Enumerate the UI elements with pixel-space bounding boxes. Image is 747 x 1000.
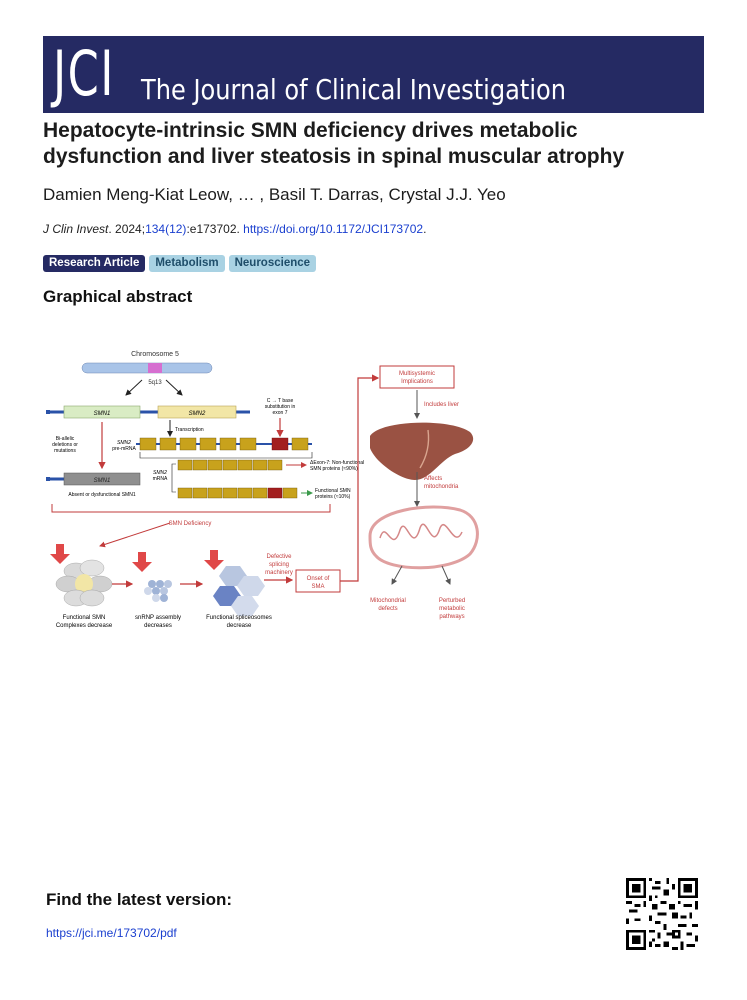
onset-1: Onset of xyxy=(307,576,330,582)
perturbed-2: metabolic xyxy=(439,606,465,612)
transcription-label: Transcription xyxy=(175,427,204,433)
biallelic-1: Bi-allelic xyxy=(56,436,75,442)
pre-mrna-1: SMN2 xyxy=(117,440,131,446)
spliceosomes-2: decrease xyxy=(227,623,252,629)
article-tags: Research Article Metabolism Neuroscience xyxy=(43,255,317,272)
affects-1: Affects xyxy=(424,476,442,482)
citation-article-id: :e173702. xyxy=(186,222,244,236)
nonfunctional-2: SMN proteins (≈90%) xyxy=(310,466,358,472)
functional-mrna-exons xyxy=(177,487,298,499)
smn2-label: SMN2 xyxy=(189,411,206,417)
tag-neuroscience[interactable]: Neuroscience xyxy=(228,255,317,272)
multisystemic-2: Implications xyxy=(401,379,433,385)
mito-defects-2: defects xyxy=(378,606,397,612)
graphical-abstract-heading: Graphical abstract xyxy=(43,287,193,306)
latest-version-heading: Find the latest version: xyxy=(46,890,233,909)
smn-deficiency-label: SMN Deficiency xyxy=(169,521,212,527)
includes-liver: Includes liver xyxy=(424,402,459,408)
jci-logo: JCI xyxy=(53,37,115,110)
chromosome-label: Chromosome 5 xyxy=(131,351,179,358)
locus-label: 5q13 xyxy=(148,380,162,386)
mito-defects-1: Mitochondrial xyxy=(370,598,406,604)
biallelic-3: mutations xyxy=(54,448,76,454)
doi-link[interactable]: https://doi.org/10.1172/JCI173702 xyxy=(243,222,424,236)
base-sub-1: C → T base xyxy=(267,398,294,404)
multisystemic-box xyxy=(379,365,455,389)
pre-mrna-2: pre-mRNA xyxy=(112,446,136,452)
base-sub-2: substitution in xyxy=(265,404,296,410)
multisystemic-1: Multisystemic xyxy=(399,371,435,377)
journal-banner: JCI The Journal of Clinical Investigatio… xyxy=(43,36,704,113)
citation-end: . xyxy=(423,222,427,236)
mrna-2: mRNA xyxy=(153,476,168,482)
smn-complex-illustration xyxy=(55,559,113,607)
affects-2: mitochondria xyxy=(424,484,459,490)
defective-1: Defective xyxy=(266,554,292,560)
article-title: Hepatocyte-intrinsic SMN deficiency driv… xyxy=(43,119,625,168)
qr-code xyxy=(626,878,698,950)
liver-illustration xyxy=(370,422,474,480)
smn2-gene xyxy=(157,405,237,419)
citation: J Clin Invest. 2024;134(12):e173702. htt… xyxy=(43,222,426,236)
defective-2: splicing xyxy=(269,562,289,568)
spliceosome-illustration xyxy=(213,566,265,616)
graphical-abstract-svg: Chromosome 5 5q13 SMN1 SMN2 C → T base s… xyxy=(46,351,479,629)
smn1-label: SMN1 xyxy=(94,411,111,417)
perturbed-1: Perturbed xyxy=(439,598,465,604)
mrna-1: SMN2 xyxy=(153,470,167,476)
tag-metabolism[interactable]: Metabolism xyxy=(149,255,225,272)
smn1-absent-gene xyxy=(63,472,141,486)
snrnp-1: snRNP assembly xyxy=(135,615,181,621)
complexes-1: Functional SMN xyxy=(63,615,106,621)
smn1-gene xyxy=(63,405,141,419)
chromosome-locus-mark xyxy=(148,363,162,373)
article-authors: Damien Meng-Kiat Leow, … , Basil T. Darr… xyxy=(43,185,506,204)
pre-mrna-exons xyxy=(139,437,309,451)
spliceosomes-1: Functional spliceosomes xyxy=(206,615,272,621)
citation-volume-link[interactable]: 134(12) xyxy=(145,222,187,236)
graphical-abstract-figure: Chromosome 5 5q13 SMN1 SMN2 C → T base s… xyxy=(30,340,520,640)
tag-research-article[interactable]: Research Article xyxy=(43,255,146,272)
defective-3: machinery xyxy=(265,570,293,576)
smn1-absent-label: SMN1 xyxy=(94,478,111,484)
journal-name: The Journal of Clinical Investigation xyxy=(141,73,567,106)
citation-journal: J Clin Invest xyxy=(43,222,109,236)
latest-version-link[interactable]: https://jci.me/173702/pdf xyxy=(46,926,177,940)
biallelic-2: deletions or xyxy=(52,442,78,448)
perturbed-3: pathways xyxy=(439,614,464,620)
snrnp-illustration xyxy=(144,580,172,602)
nonfunctional-1: ΔExon-7: Non-functional xyxy=(310,460,364,466)
citation-year: . 2024; xyxy=(108,222,146,236)
absent-text: Absent or dysfunctional SMN1 xyxy=(68,492,135,498)
chromosome-shape xyxy=(81,362,213,374)
complexes-2: Complexes decrease xyxy=(56,623,113,629)
base-sub-3: exon 7 xyxy=(272,410,287,416)
functional-1: Functional SMN xyxy=(315,488,351,494)
mitochondrion-illustration xyxy=(368,505,479,570)
snrnp-2: decreases xyxy=(144,623,172,629)
nonfunctional-mrna-exons xyxy=(177,459,283,471)
functional-2: proteins (≈10%) xyxy=(315,494,351,500)
onset-2: SMA xyxy=(311,584,324,590)
